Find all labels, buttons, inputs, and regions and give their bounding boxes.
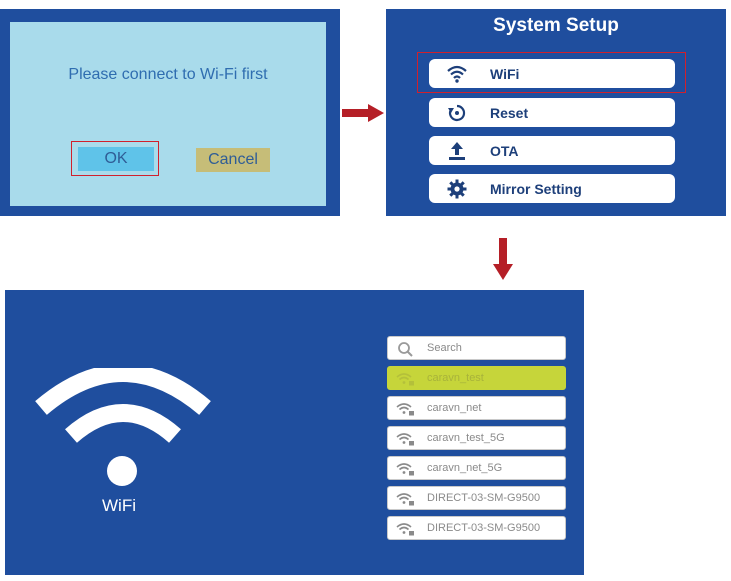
menu-item-label: OTA (490, 143, 519, 159)
network-item[interactable]: DIRECT-03-SM-G9500 (387, 516, 566, 540)
wifi-large-icon (35, 368, 211, 486)
network-name: caravn_net (427, 402, 482, 414)
connect-wifi-screen: Please connect to Wi-Fi first OK Cancel (0, 9, 340, 216)
network-name: DIRECT-03-SM-G9500 (427, 522, 541, 534)
menu-item-mirror-setting[interactable]: Mirror Setting (429, 174, 675, 203)
cancel-button[interactable]: Cancel (196, 148, 270, 172)
ok-button[interactable]: OK (78, 147, 154, 171)
reset-icon (448, 104, 466, 122)
menu-item-wifi[interactable]: WiFi (429, 59, 675, 88)
network-name: DIRECT-03-SM-G9500 (427, 492, 541, 504)
arrow-down-icon (493, 238, 513, 280)
menu-item-label: Mirror Setting (490, 181, 582, 197)
wifi-list-screen: WiFi Search caravn_test caravn_net (5, 290, 584, 575)
menu-item-reset[interactable]: Reset (429, 98, 675, 127)
network-item[interactable]: caravn_net (387, 396, 566, 420)
connect-wifi-dialog: Please connect to Wi-Fi first OK Cancel (10, 22, 326, 206)
wifi-lock-icon (396, 493, 414, 506)
wifi-lock-icon (396, 433, 414, 446)
wifi-lock-icon (396, 373, 414, 386)
ok-highlight-outline (71, 141, 159, 176)
wifi-lock-icon (396, 403, 414, 416)
wifi-lock-icon (396, 463, 414, 476)
menu-item-label: WiFi (490, 66, 520, 82)
menu-item-label: Reset (490, 105, 529, 121)
network-item[interactable]: caravn_net_5G (387, 456, 566, 480)
search-placeholder: Search (427, 342, 462, 354)
system-setup-screen: System Setup WiFi Reset OTA (386, 9, 726, 216)
menu-item-ota[interactable]: OTA (429, 136, 675, 165)
network-name: caravn_net_5G (427, 462, 503, 474)
network-item[interactable]: DIRECT-03-SM-G9500 (387, 486, 566, 510)
wifi-lock-icon (396, 523, 414, 536)
wifi-icon (447, 65, 467, 83)
network-item[interactable]: caravn_test_5G (387, 426, 566, 450)
upload-icon (449, 142, 465, 160)
network-name: caravn_test_5G (427, 432, 505, 444)
gear-icon (447, 179, 467, 199)
wifi-label: WiFi (102, 496, 136, 515)
network-item[interactable]: caravn_test (387, 366, 566, 390)
wifi-highlight-outline (417, 52, 686, 93)
network-name: caravn_test (427, 372, 484, 384)
setup-title: System Setup (493, 15, 619, 36)
dialog-message: Please connect to Wi-Fi first (68, 66, 268, 83)
arrow-right-icon (342, 104, 384, 122)
search-input[interactable]: Search (387, 336, 566, 360)
search-icon (398, 342, 413, 357)
